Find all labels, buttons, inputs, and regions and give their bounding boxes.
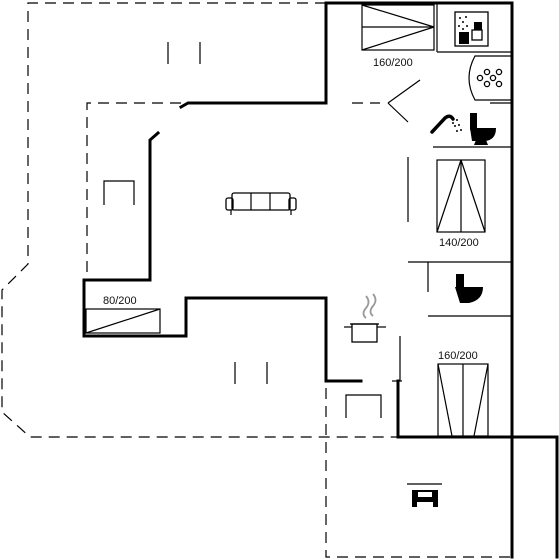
bed-label-top: 160/200 <box>373 57 413 69</box>
shower-icon <box>430 114 462 134</box>
interior-partitions <box>387 3 512 382</box>
bed-label-bottom: 160/200 <box>438 350 478 362</box>
bed-label-left: 80/200 <box>103 295 137 307</box>
bed-left <box>85 308 161 334</box>
toilet-icon <box>470 113 496 145</box>
table-icon-lower <box>345 394 382 418</box>
sauna-icon <box>454 11 489 47</box>
kitchen-pot-icon <box>344 293 386 343</box>
carport-icon <box>407 483 442 507</box>
whirlpool-icon <box>468 55 512 101</box>
bed-middle <box>436 159 486 233</box>
bed-label-middle: 140/200 <box>439 237 479 249</box>
toilet-icon-lower <box>455 274 483 303</box>
bed-top <box>361 4 435 51</box>
terrace-posts <box>167 42 268 384</box>
walls <box>82 1 559 559</box>
sofa-icon <box>225 192 297 215</box>
bed-bottom <box>437 363 489 437</box>
table-icon <box>103 180 135 205</box>
terrace-outline <box>1 2 512 558</box>
